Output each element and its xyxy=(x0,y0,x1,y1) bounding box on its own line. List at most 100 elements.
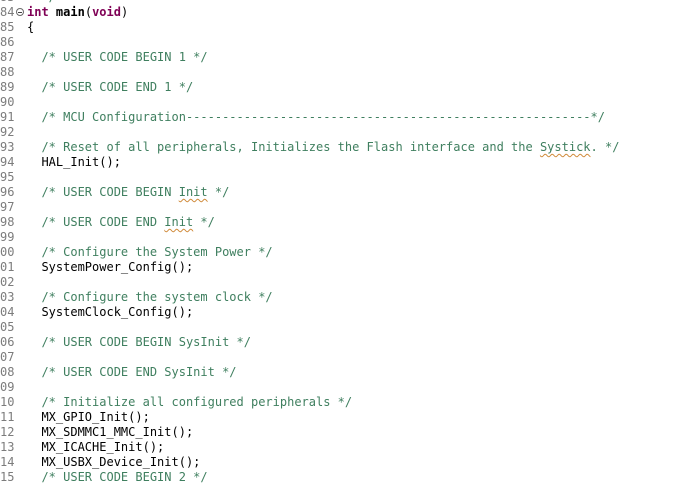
code-token: ) xyxy=(120,5,129,19)
code-text[interactable]: int main(void) xyxy=(27,5,128,20)
code-line[interactable]: 01 SystemPower_Config(); xyxy=(0,260,680,275)
code-keyword: int xyxy=(27,5,49,19)
code-token: MX_SDMMC1_MMC_Init(); xyxy=(27,425,194,439)
code-comment: /* USER CODE END 1 */ xyxy=(41,80,194,94)
code-line[interactable]: 13 MX_ICACHE_Init(); xyxy=(0,440,680,455)
code-text[interactable]: MX_GPIO_Init(); xyxy=(27,410,149,425)
code-text[interactable]: /* Initialize all configured peripherals… xyxy=(27,395,352,410)
line-number: 85 xyxy=(0,20,15,34)
spelling-warning-word: Init xyxy=(164,215,194,229)
line-number: 10 xyxy=(0,395,15,409)
code-line[interactable]: 85 { xyxy=(0,20,680,35)
code-token xyxy=(27,140,41,154)
code-line[interactable]: 87 /* USER CODE BEGIN 1 */ xyxy=(0,50,680,65)
code-text[interactable]: */ xyxy=(27,0,55,5)
code-line[interactable]: 11 MX_GPIO_Init(); xyxy=(0,410,680,425)
line-number: 97 xyxy=(0,200,15,214)
code-token: MX_USBX_Device_Init(); xyxy=(27,455,201,469)
code-text[interactable]: /* Reset of all peripherals, Initializes… xyxy=(27,140,619,155)
code-line[interactable]: 91 /* MCU Configuration-----------------… xyxy=(0,110,680,125)
code-line[interactable]: 08 /* USER CODE END SysInit */ xyxy=(0,365,680,380)
code-text[interactable]: /* USER CODE BEGIN 2 */ xyxy=(27,470,208,485)
line-number: 09 xyxy=(0,380,15,394)
code-text[interactable]: /* USER CODE BEGIN Init */ xyxy=(27,185,229,200)
code-text[interactable]: MX_USBX_Device_Init(); xyxy=(27,455,200,470)
code-text[interactable]: MX_ICACHE_Init(); xyxy=(27,440,164,455)
code-comment: /* Configure the System Power */ xyxy=(41,245,273,259)
code-text[interactable]: SystemClock_Config(); xyxy=(27,305,193,320)
code-token xyxy=(27,470,41,484)
code-token: HAL_Init(); xyxy=(27,155,121,169)
line-number: 83 xyxy=(0,0,16,5)
line-number: 13 xyxy=(0,440,15,454)
code-line[interactable]: 94 HAL_Init(); xyxy=(0,155,680,170)
line-number: 01 xyxy=(0,260,15,274)
code-token: { xyxy=(27,20,35,34)
code-line[interactable]: 88 xyxy=(0,65,680,80)
code-token: ( xyxy=(84,5,93,19)
line-number: 14 xyxy=(0,455,15,469)
collapse-fold-icon[interactable] xyxy=(16,8,24,16)
code-comment: */ xyxy=(207,185,230,199)
code-line[interactable]: 10 /* Initialize all configured peripher… xyxy=(0,395,680,410)
code-line[interactable]: 99 xyxy=(0,230,680,245)
code-token xyxy=(27,290,41,304)
code-token xyxy=(27,335,41,349)
line-number: 88 xyxy=(0,65,15,79)
code-token xyxy=(27,215,41,229)
code-text[interactable]: /* Configure the system clock */ xyxy=(27,290,273,305)
code-line[interactable]: 90 xyxy=(0,95,680,110)
code-text[interactable]: /* USER CODE END Init */ xyxy=(27,215,214,230)
code-token xyxy=(27,50,41,64)
code-comment: . */ xyxy=(590,140,620,154)
code-line[interactable]: 93 /* Reset of all peripherals, Initiali… xyxy=(0,140,680,155)
code-text[interactable]: /* USER CODE END 1 */ xyxy=(27,80,193,95)
line-number: 84 xyxy=(0,5,15,19)
code-line[interactable]: 97 xyxy=(0,200,680,215)
line-number: 94 xyxy=(0,155,15,169)
code-text[interactable]: /* MCU Configuration--------------------… xyxy=(27,110,605,125)
code-line[interactable]: 89 /* USER CODE END 1 */ xyxy=(0,80,680,95)
code-text[interactable]: /* USER CODE BEGIN 1 */ xyxy=(27,50,207,65)
code-text[interactable]: MX_SDMMC1_MMC_Init(); xyxy=(27,425,193,440)
code-line[interactable]: 83 */ xyxy=(0,0,680,5)
code-text[interactable]: /* Configure the System Power */ xyxy=(27,245,273,260)
code-line[interactable]: 84 int main(void) xyxy=(0,5,680,20)
code-line[interactable]: 86 xyxy=(0,35,680,50)
code-line[interactable]: 92 xyxy=(0,125,680,140)
code-line[interactable]: 09 xyxy=(0,380,680,395)
code-comment: /* USER CODE END xyxy=(41,215,165,229)
code-keyword: void xyxy=(92,5,121,19)
code-text[interactable]: { xyxy=(27,20,34,35)
code-comment: /* MCU Configuration--------------------… xyxy=(41,110,605,124)
code-line[interactable]: 95 xyxy=(0,170,680,185)
line-number: 87 xyxy=(0,50,15,64)
code-text[interactable]: /* USER CODE BEGIN SysInit */ xyxy=(27,335,251,350)
line-number: 86 xyxy=(0,35,15,49)
line-number: 11 xyxy=(0,410,15,424)
code-text[interactable]: /* USER CODE END SysInit */ xyxy=(27,365,236,380)
code-line[interactable]: 98 /* USER CODE END Init */ xyxy=(0,215,680,230)
code-line[interactable]: 02 xyxy=(0,275,680,290)
code-line[interactable]: 06 /* USER CODE BEGIN SysInit */ xyxy=(0,335,680,350)
line-number: 12 xyxy=(0,425,15,439)
code-text[interactable]: SystemPower_Config(); xyxy=(27,260,193,275)
spelling-warning-word: Init xyxy=(178,185,208,199)
code-comment: /* USER CODE BEGIN 2 */ xyxy=(41,470,208,484)
code-line[interactable]: 96 /* USER CODE BEGIN Init */ xyxy=(0,185,680,200)
code-text[interactable]: HAL_Init(); xyxy=(27,155,121,170)
code-line[interactable]: 00 /* Configure the System Power */ xyxy=(0,245,680,260)
code-line[interactable]: 14 MX_USBX_Device_Init(); xyxy=(0,455,680,470)
code-line[interactable]: 12 MX_SDMMC1_MMC_Init(); xyxy=(0,425,680,440)
code-comment: /* Configure the system clock */ xyxy=(41,290,273,304)
code-token xyxy=(27,365,41,379)
code-line[interactable]: 04 SystemClock_Config(); xyxy=(0,305,680,320)
code-line[interactable]: 05 xyxy=(0,320,680,335)
line-number: 99 xyxy=(0,230,15,244)
code-line[interactable]: 03 /* Configure the system clock */ xyxy=(0,290,680,305)
code-token: SystemPower_Config(); xyxy=(27,260,194,274)
code-line[interactable]: 07 xyxy=(0,350,680,365)
code-comment: /* Reset of all peripherals, Initializes… xyxy=(41,140,540,154)
code-line[interactable]: 15 /* USER CODE BEGIN 2 */ xyxy=(0,470,680,485)
